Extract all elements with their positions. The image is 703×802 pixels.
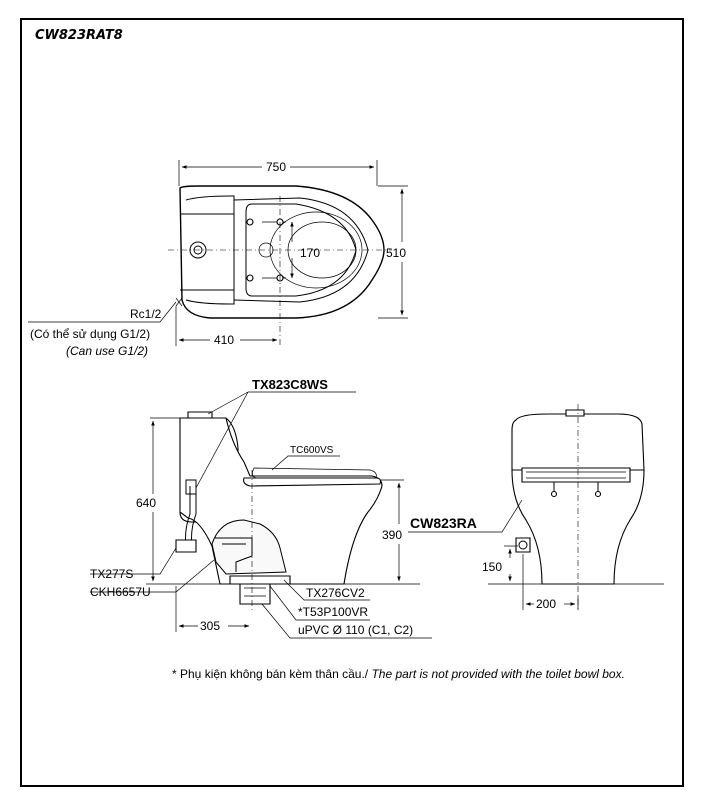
footnote-en: The part is not provided with the toilet… xyxy=(371,667,625,681)
part-stop-valve: TX277S xyxy=(90,567,133,581)
dim-inlet-offset-front: 200 xyxy=(536,597,556,611)
dim-rough-in: 305 xyxy=(200,619,220,633)
part-flush-valve: TX823C8WS xyxy=(252,377,328,392)
drawing-frame xyxy=(20,18,684,787)
footnote: * Phụ kiện không bán kèm thân cầu./ The … xyxy=(172,667,625,681)
inlet-label: Rc1/2 xyxy=(130,307,162,321)
part-seat: TC600VS xyxy=(290,445,334,456)
part-pipe: uPVC Ø 110 (C1, C2) xyxy=(298,623,413,637)
part-fixing: TX276CV2 xyxy=(306,586,365,600)
dim-seat-height: 390 xyxy=(382,528,402,542)
footnote-vi: * Phụ kiện không bán kèm thân cầu./ xyxy=(172,667,372,681)
inlet-note-vi: (Có thể sử dụng G1/2) xyxy=(30,327,150,341)
side-view: 640 390 305 TX823C8WS TC600VS TX277S CKH… xyxy=(90,377,432,639)
part-flange: CKH6657U xyxy=(90,585,151,599)
model-title: CW823RAT8 xyxy=(35,28,123,43)
dim-inlet-height: 150 xyxy=(482,560,502,574)
dim-depth: 510 xyxy=(386,246,406,260)
dim-width: 750 xyxy=(266,160,286,174)
dim-inlet-offset: 410 xyxy=(214,333,234,347)
dim-height: 640 xyxy=(136,496,156,510)
dim-bolt-spacing: 170 xyxy=(300,246,320,260)
front-model-label: CW823RA xyxy=(410,515,477,531)
front-view: 150 200 CW823RA xyxy=(408,404,664,612)
top-view: 750 510 170 410 Rc1/2 (Có thể sử dụng G1… xyxy=(28,160,408,358)
inlet-note-en: (Can use G1/2) xyxy=(66,344,148,358)
part-adapter: *T53P100VR xyxy=(298,605,368,619)
